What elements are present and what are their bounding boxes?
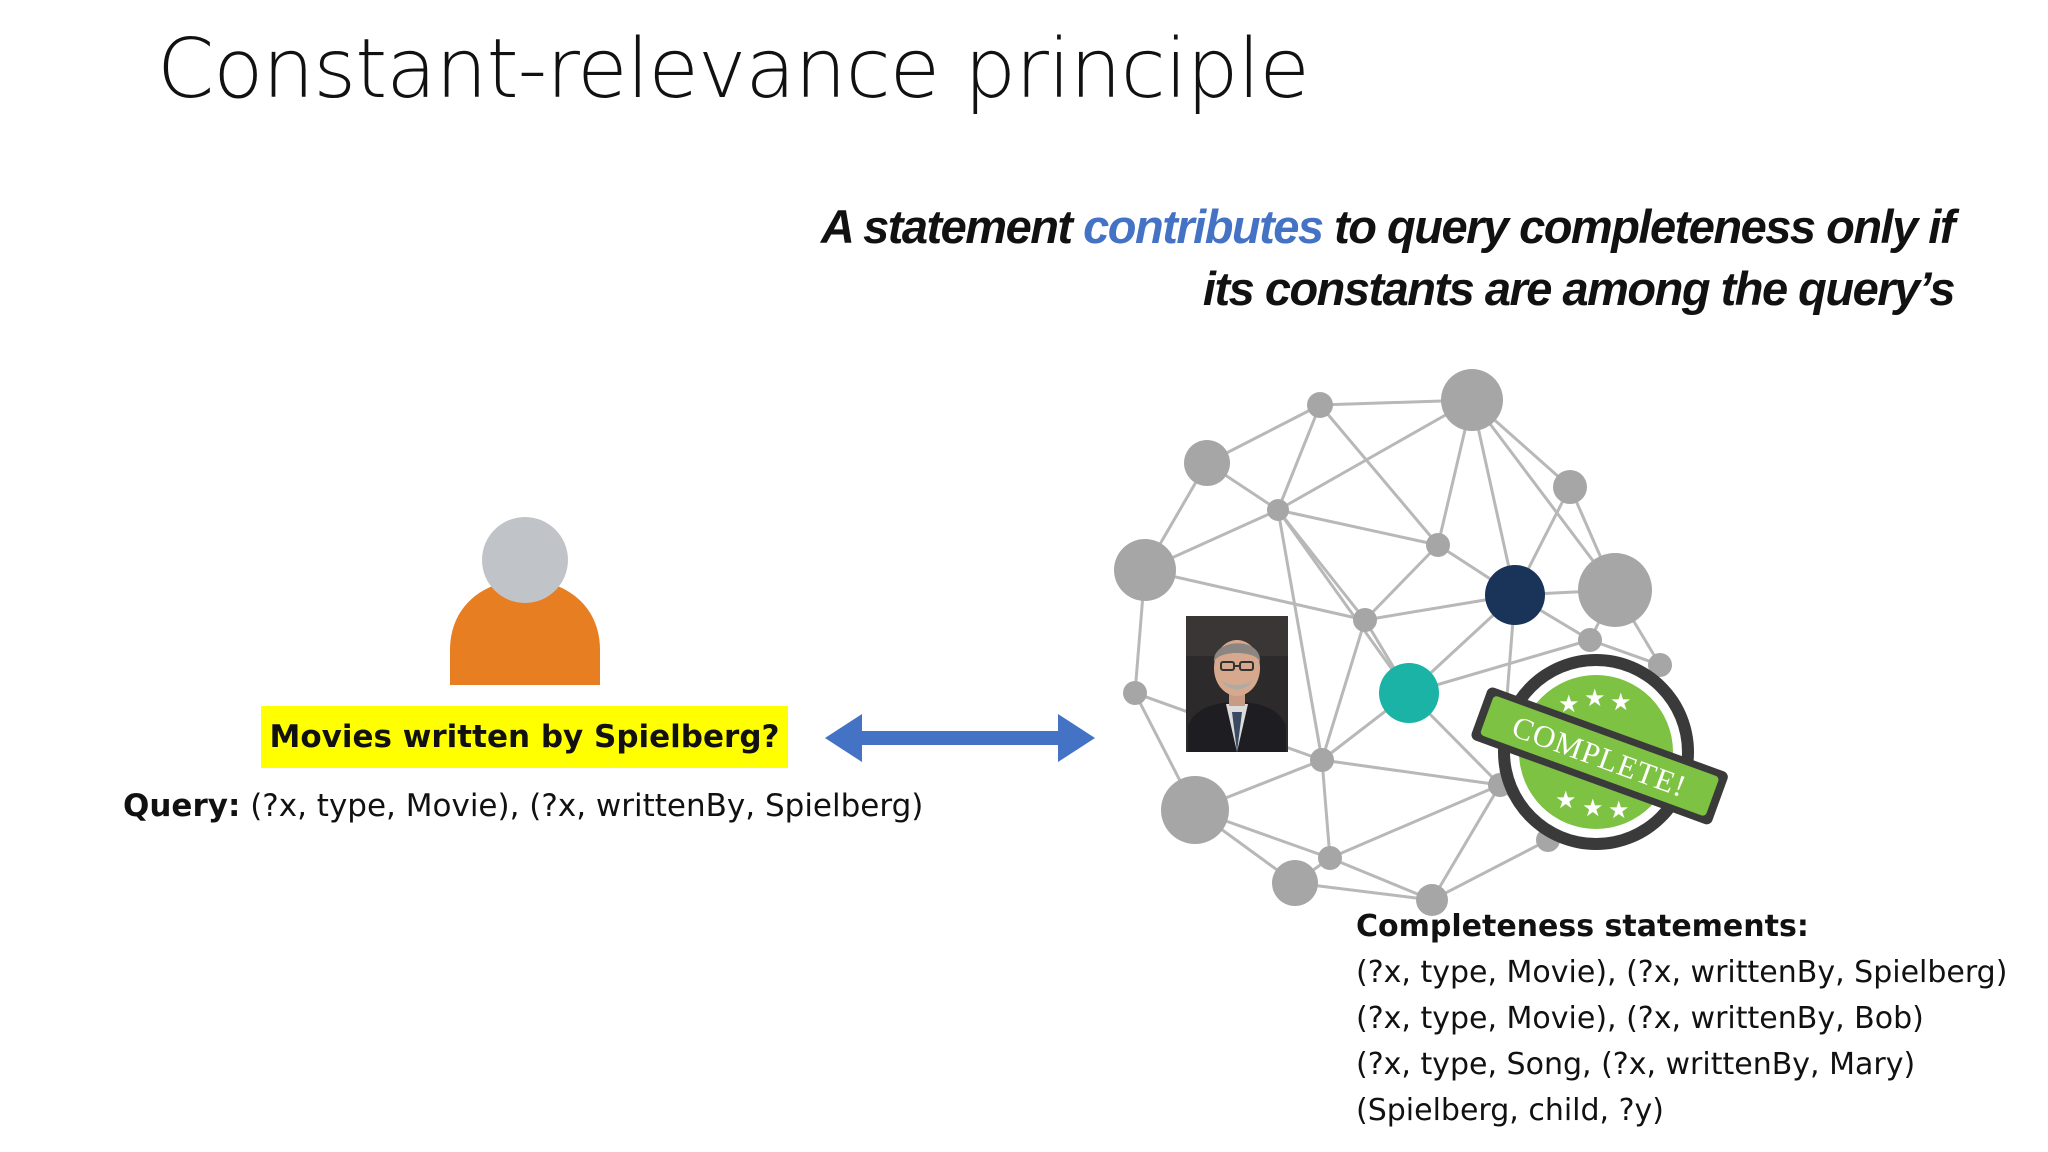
graph-node <box>1648 653 1672 677</box>
svg-text:★: ★ <box>1608 796 1630 824</box>
graph-node <box>1426 533 1450 557</box>
slide-title: Constant-relevance principle <box>157 22 1310 117</box>
completeness-item: (?x, type, Song, (?x, writtenBy, Mary) <box>1356 1047 1916 1082</box>
principle-line-2: its constants are among the query’s <box>1202 262 1956 315</box>
principle-after: to query completeness only if <box>1322 200 1955 253</box>
graph-node <box>1307 392 1333 418</box>
principle-before: A statement <box>820 200 1084 253</box>
svg-text:★: ★ <box>1610 688 1632 716</box>
svg-text:★: ★ <box>1584 684 1606 712</box>
highlight-node-teal <box>1379 663 1439 723</box>
graph-node <box>1441 369 1503 431</box>
principle-line-1: A statement contributes to query complet… <box>554 196 1956 258</box>
graph-node <box>1161 776 1229 844</box>
graph-nodes <box>1114 369 1672 916</box>
svg-text:★: ★ <box>1555 786 1577 814</box>
complete-stamp-icon: ★ ★ ★ ★ ★ ★ COMPLETE! <box>1471 654 1728 850</box>
query-formal: Query: (?x, type, Movie), (?x, writtenBy… <box>123 788 923 824</box>
knowledge-graph-icon <box>1114 369 1672 916</box>
completeness-item: (?x, type, Movie), (?x, writtenBy, Bob) <box>1356 1001 1924 1036</box>
user-body <box>450 580 600 685</box>
graph-node <box>1416 884 1448 916</box>
svg-text:★: ★ <box>1558 690 1580 718</box>
completeness-heading: Completeness statements: <box>1356 909 1809 944</box>
completeness-item: (Spielberg, child, ?y) <box>1356 1093 1665 1128</box>
query-formal-text: (?x, type, Movie), (?x, writtenBy, Spiel… <box>240 788 924 824</box>
graph-node <box>1578 553 1652 627</box>
principle-highlight: contributes <box>1083 200 1324 253</box>
user-icon <box>450 517 600 685</box>
principle-statement: A statement contributes to query complet… <box>554 196 1956 320</box>
graph-node <box>1553 470 1587 504</box>
completeness-statements: Completeness statements: (?x, type, Movi… <box>1356 904 2007 1134</box>
graph-node <box>1310 748 1334 772</box>
graph-node <box>1353 608 1377 632</box>
graph-node <box>1272 860 1318 906</box>
graph-node <box>1578 628 1602 652</box>
double-arrow-icon <box>825 714 1095 762</box>
highlight-node-dark <box>1485 565 1545 625</box>
graph-node <box>1184 440 1230 486</box>
graph-node <box>1318 846 1342 870</box>
svg-text:★: ★ <box>1582 794 1604 822</box>
completeness-item: (?x, type, Movie), (?x, writtenBy, Spiel… <box>1356 955 2008 990</box>
user-head <box>482 517 568 603</box>
graph-node <box>1267 499 1289 521</box>
query-natural-language: Movies written by Spielberg? <box>261 706 788 768</box>
graph-node <box>1114 539 1176 601</box>
query-label: Query: <box>123 788 241 824</box>
graph-node <box>1123 681 1147 705</box>
person-photo <box>1186 616 1288 752</box>
